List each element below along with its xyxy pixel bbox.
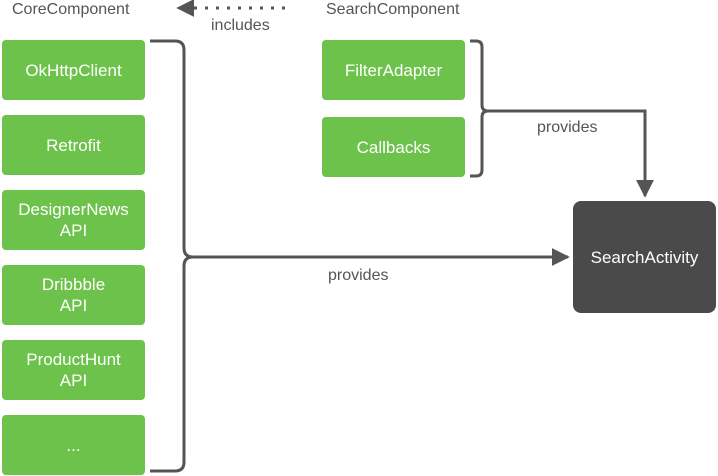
core-component-brace bbox=[150, 39, 194, 473]
search-component-title: SearchComponent bbox=[326, 1, 460, 18]
module-dribbble-api: Dribbble API bbox=[2, 265, 145, 325]
search-component-brace bbox=[470, 39, 489, 178]
search-activity-box: SearchActivity bbox=[573, 201, 716, 313]
module-okhttpclient: OkHttpClient bbox=[2, 40, 145, 100]
module-retrofit: Retrofit bbox=[2, 115, 145, 175]
search-provides-arrow bbox=[488, 109, 654, 198]
core-provides-label: provides bbox=[328, 267, 389, 284]
includes-label: includes bbox=[211, 17, 270, 34]
module-callbacks: Callbacks bbox=[322, 117, 465, 177]
search-provides-label: provides bbox=[537, 119, 598, 136]
core-component-title: CoreComponent bbox=[12, 1, 130, 18]
module-designernews-api: DesignerNews API bbox=[2, 190, 145, 250]
module-filteradapter: FilterAdapter bbox=[322, 40, 465, 100]
module-producthunt-api: ProductHunt API bbox=[2, 340, 145, 400]
module-ellipsis: ... bbox=[2, 415, 145, 475]
